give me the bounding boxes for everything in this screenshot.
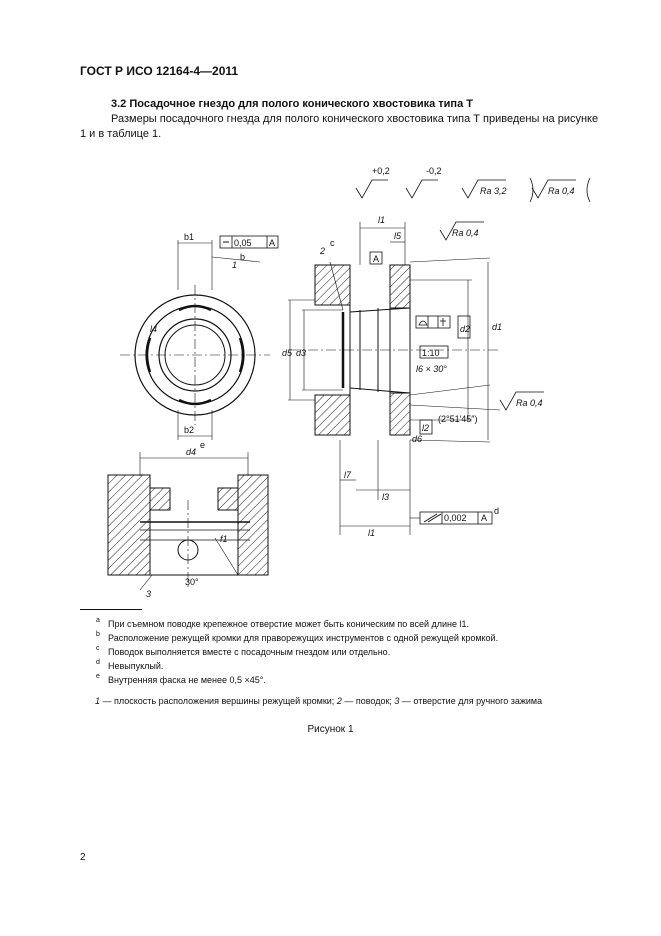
roughness-ra04-paren: Ra 0,4	[548, 186, 575, 196]
dim-d6: d6	[412, 434, 422, 444]
dim-l5: l5	[394, 231, 402, 241]
roughness-ra32: Ra 3,2	[480, 186, 507, 196]
page-number: 2	[80, 852, 86, 863]
dim-d3: d3	[296, 348, 306, 358]
dim-l1: l1	[378, 215, 385, 225]
dim-d4: d4	[186, 447, 196, 457]
dim-l2: l2	[422, 423, 429, 433]
front-view	[120, 235, 279, 440]
tolerance-plus: +0,2	[372, 166, 390, 176]
roughness-ra04-side: Ra 0,4	[516, 398, 543, 408]
dim-d2: d2	[460, 324, 470, 334]
runout-value: 0,002	[444, 513, 467, 523]
dim-l1-bottom: l1	[368, 528, 375, 538]
sup-b: b	[240, 252, 245, 262]
angle-label: (2°51′45″)	[438, 414, 478, 424]
document-code: ГОСТ Р ИСО 12164-4—2011	[80, 64, 239, 78]
taper: 1:10	[422, 348, 440, 358]
dim-f1: f1	[220, 534, 228, 544]
chamfer-dim: l6 × 30°	[416, 364, 447, 374]
callout-2: 2	[319, 246, 325, 256]
sup-d: d	[494, 506, 499, 516]
angle-30: 30°	[185, 577, 199, 587]
tolerance-minus: -0,2	[426, 166, 442, 176]
figure-caption: Рисунок 1	[307, 724, 354, 735]
dim-d1: d1	[492, 322, 502, 332]
datum-a-side: A	[373, 254, 379, 264]
dim-d5: d5	[282, 348, 293, 358]
flatness-value: 0,05	[234, 238, 252, 248]
roughness-ra04-top: Ra 0,4	[452, 228, 479, 238]
dim-l7: l7	[344, 470, 352, 480]
datum-a-runout: A	[481, 513, 487, 523]
dim-b1: b1	[184, 232, 194, 242]
callout-1: 1	[232, 260, 237, 270]
dim-b2: b2	[184, 425, 194, 435]
callout-3: 3	[146, 589, 151, 599]
side-section-view	[288, 177, 591, 535]
dim-l4-front: l4	[150, 324, 157, 334]
section-heading: 3.2 Посадочное гнездо для полого коничес…	[111, 98, 473, 110]
sup-e: e	[200, 440, 205, 450]
technical-drawing: b1 b2 0,05 A 1 b l4 d4 e f1 30° 3	[107, 166, 591, 599]
intro-paragraph: Размеры посадочного гнезда для полого ко…	[80, 113, 599, 140]
bottom-section-view	[107, 452, 269, 591]
dim-l3: l3	[382, 492, 389, 502]
footnote-rule	[80, 609, 142, 610]
sup-c: c	[330, 238, 335, 248]
figure-legend: 1 — плоскость расположения вершины режущ…	[95, 696, 543, 706]
datum-a-flat: A	[269, 238, 275, 248]
